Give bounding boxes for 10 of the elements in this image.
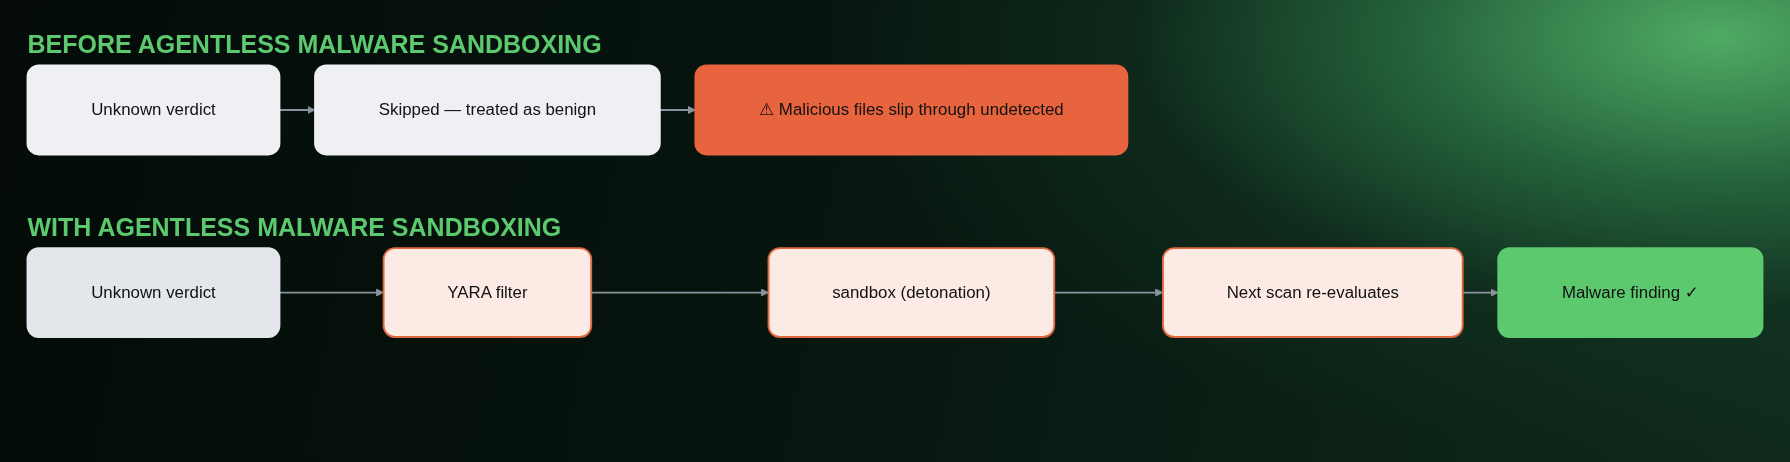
node-box: Unknown verdict	[26, 64, 281, 156]
node-box: Skipped — treated as benign	[314, 64, 661, 156]
node-box: ⚠ Malicious files slip through undetected	[694, 64, 1129, 156]
node-box: Next scan re-evaluates	[1162, 247, 1464, 338]
node-box: Malware finding ✓	[1497, 247, 1764, 338]
node-box: YARA filter	[382, 247, 593, 338]
node-box: Unknown verdict	[26, 247, 281, 338]
node-box: sandbox (detonation)	[767, 247, 1056, 338]
section-heading: BEFORE AGENTLESS MALWARE SANDBOXING	[27, 30, 602, 60]
section-heading: WITH AGENTLESS MALWARE SANDBOXING	[27, 213, 562, 242]
